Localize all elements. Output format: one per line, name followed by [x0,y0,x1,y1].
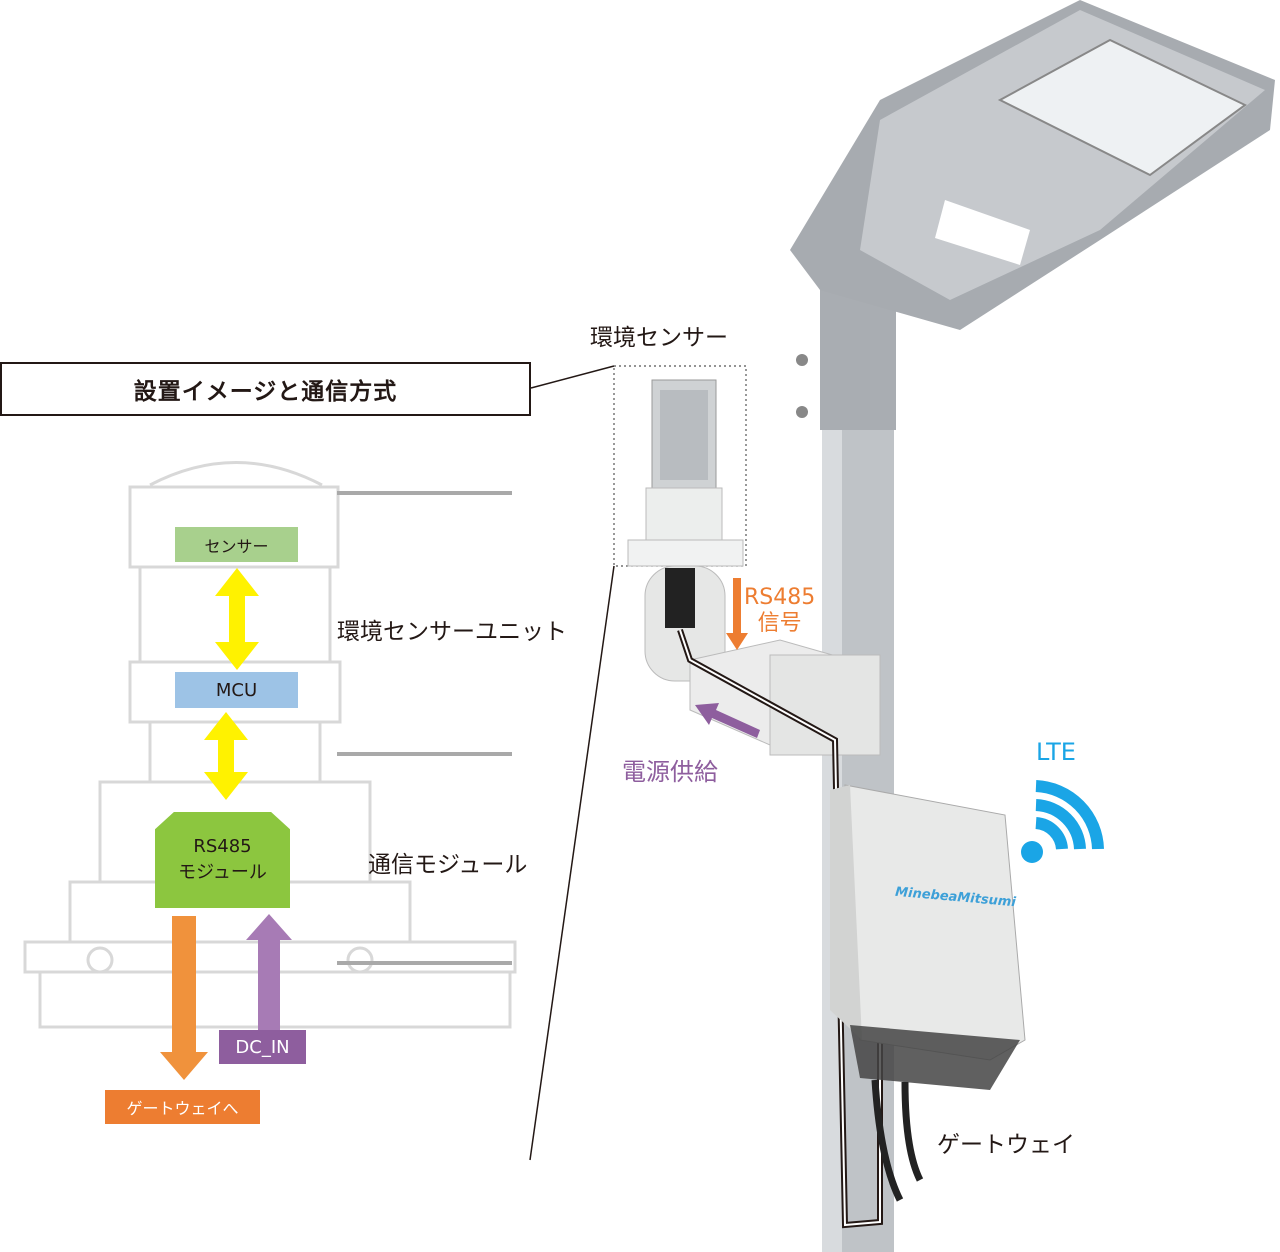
rs485-signal-arrow [726,578,748,650]
yellow-arrow-mcu-module [204,712,248,800]
env-sensor-highlight [613,365,747,567]
signal-text: 信号 [757,611,802,636]
rs485-text: RS485 [744,585,816,610]
power-supply-label: 電源供給 [622,758,718,786]
purple-arrow-dc-in [246,914,292,1064]
power-supply-arrow [695,703,760,738]
orange-arrow-to-gateway [160,916,208,1080]
dc-in-label: DC_IN [219,1030,306,1064]
gateway-label: ゲートウェイ [937,1132,1075,1158]
module-line1: RS485 [193,836,252,857]
mcu-block: MCU [175,672,298,708]
lte-signal-icon [1021,780,1104,863]
callout-line-unit [529,565,615,1161]
to-gateway-label: ゲートウェイへ [105,1090,260,1124]
page-title: 設置イメージと通信方式 [0,362,531,416]
callout-line-title [530,365,615,389]
lte-label: LTE [1036,738,1076,766]
rs485-module-block: RS485 モジュール [155,812,290,908]
env-sensor-unit-label: 環境センサーユニット [337,619,567,645]
yellow-arrow-sensor-mcu [215,568,259,670]
sensor-block: センサー [175,527,298,562]
street-lamp-head [790,0,1275,330]
comm-module-label: 通信モジュール [368,852,528,878]
rs485-signal-label: RS485 信号 [744,585,815,637]
module-line2: モジュール [178,862,267,883]
env-sensor-label: 環境センサー [590,325,728,351]
guide-lines [337,491,512,965]
gateway-device [830,784,1026,1202]
